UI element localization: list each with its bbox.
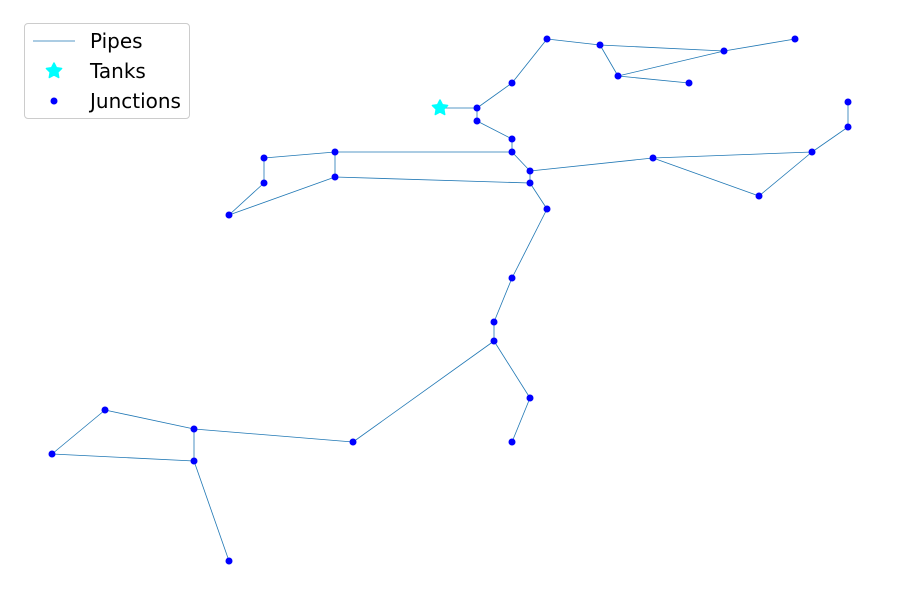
junction-node-j6 bbox=[685, 79, 693, 87]
junction-node-j1 bbox=[473, 104, 481, 112]
pipe-line-icon bbox=[33, 40, 75, 42]
pipe-j4-j5 bbox=[599, 44, 619, 77]
pipe-j33-j34 bbox=[51, 453, 195, 462]
tank-node-t1 bbox=[431, 99, 449, 116]
junction-node-j15 bbox=[649, 154, 657, 162]
junction-node-j29 bbox=[508, 438, 516, 446]
junction-node-j22 bbox=[260, 179, 268, 187]
legend: Pipes Tanks Junctions bbox=[24, 23, 190, 119]
legend-label-tanks: Tanks bbox=[90, 59, 146, 83]
pipe-j7-j8 bbox=[723, 38, 796, 52]
junction-node-j18 bbox=[844, 123, 852, 131]
junction-node-j28 bbox=[526, 394, 534, 402]
legend-item-tanks: Tanks bbox=[25, 56, 189, 86]
junction-node-j19 bbox=[844, 98, 852, 106]
pipe-j4-j7 bbox=[599, 44, 725, 52]
junction-node-j20 bbox=[331, 148, 339, 156]
junction-node-j23 bbox=[331, 173, 339, 181]
junction-dot-icon bbox=[50, 97, 58, 105]
pipe-j15-j17 bbox=[652, 151, 813, 159]
legend-item-junctions: Junctions bbox=[25, 86, 189, 116]
pipe-j5-j6 bbox=[617, 75, 690, 84]
junction-node-j5 bbox=[614, 72, 622, 80]
pipe-j13-j14 bbox=[529, 182, 548, 210]
pipe-j27-j30 bbox=[352, 340, 495, 443]
junction-node-j33 bbox=[48, 450, 56, 458]
junction-node-j32 bbox=[101, 406, 109, 414]
pipe-j15-j16 bbox=[652, 157, 760, 197]
pipe-j11-j12 bbox=[511, 151, 531, 172]
pipe-j31-j32 bbox=[104, 409, 195, 430]
pipe-j20-j21 bbox=[263, 151, 336, 159]
pipe-j30-j31 bbox=[193, 428, 354, 443]
pipe-j25-j26 bbox=[493, 277, 513, 323]
tanks-layer bbox=[431, 99, 449, 116]
junction-node-j31 bbox=[190, 425, 198, 433]
legend-item-pipes: Pipes bbox=[25, 26, 189, 56]
pipe-j2-j3 bbox=[511, 38, 548, 84]
junction-node-j7 bbox=[720, 47, 728, 55]
pipe-j32-j33 bbox=[51, 409, 106, 455]
junction-node-j11 bbox=[508, 148, 516, 156]
pipe-j34-j35 bbox=[193, 460, 230, 562]
junction-node-j16 bbox=[755, 192, 763, 200]
pipe-j5-j7 bbox=[617, 50, 725, 77]
pipe-j22-j24 bbox=[228, 182, 265, 216]
junction-node-j12 bbox=[526, 167, 534, 175]
junction-node-j35 bbox=[225, 557, 233, 565]
pipe-j27-j28 bbox=[493, 340, 531, 399]
junction-node-j17 bbox=[808, 148, 816, 156]
junction-node-j9 bbox=[473, 117, 481, 125]
junction-node-j3 bbox=[543, 35, 551, 43]
junction-node-j34 bbox=[190, 457, 198, 465]
tank-star-icon bbox=[45, 62, 63, 79]
pipe-j12-j15 bbox=[529, 157, 654, 172]
junction-node-j30 bbox=[349, 438, 357, 446]
junctions-layer bbox=[48, 35, 852, 565]
junction-node-j2 bbox=[508, 79, 516, 87]
pipes-layer bbox=[51, 38, 849, 562]
junction-node-j21 bbox=[260, 154, 268, 162]
pipe-j28-j29 bbox=[511, 397, 531, 443]
junction-node-j13 bbox=[526, 179, 534, 187]
junction-node-j27 bbox=[490, 337, 498, 345]
pipe-j17-j18 bbox=[811, 126, 849, 153]
pipe-j14-j25 bbox=[511, 208, 548, 279]
junction-node-j8 bbox=[791, 35, 799, 43]
junction-node-j10 bbox=[508, 135, 516, 143]
junction-node-j14 bbox=[543, 205, 551, 213]
pipe-j16-j17 bbox=[758, 151, 813, 197]
pipe-j24-j23 bbox=[228, 176, 336, 216]
junction-node-j25 bbox=[508, 274, 516, 282]
junction-node-j24 bbox=[225, 211, 233, 219]
junction-node-j26 bbox=[490, 318, 498, 326]
junction-node-j4 bbox=[596, 41, 604, 49]
pipe-j23-j13 bbox=[334, 176, 531, 184]
pipe-j1-j2 bbox=[476, 82, 513, 109]
legend-label-pipes: Pipes bbox=[90, 29, 143, 53]
pipe-j3-j4 bbox=[546, 38, 601, 46]
pipe-j9-j10 bbox=[476, 120, 513, 140]
legend-label-junctions: Junctions bbox=[90, 89, 181, 113]
